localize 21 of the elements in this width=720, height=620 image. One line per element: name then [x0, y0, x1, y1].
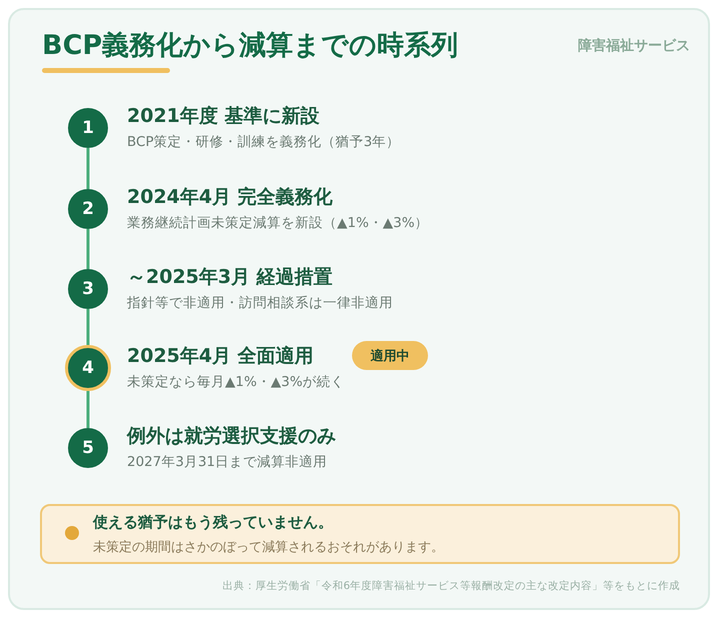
source-note: 出典：厚生労働省「令和6年度障害福祉サービス等報酬改定の主な改定内容」等をもとに作成 [222, 579, 680, 593]
step-heading: ～2025年3月 経過措置 [127, 265, 333, 290]
warning-heading: 使える猶予はもう残っていません。 [93, 513, 333, 532]
step-heading: 例外は就労選択支援のみ [127, 424, 336, 449]
warning-text: 未策定の期間はさかのぼって減算されるおそれがあります。 [93, 539, 444, 556]
timeline-connector [86, 309, 90, 345]
step-description: 未策定なら毎月▲1%・▲3%が続く [127, 373, 345, 391]
status-badge: 適用中 [352, 341, 428, 370]
timeline-connector [86, 148, 90, 189]
step-description: 指針等で非適用・訪問相談系は一律非適用 [127, 294, 393, 312]
timeline-connector [86, 391, 90, 428]
step-description: 2027年3月31日まで減算非適用 [127, 453, 328, 471]
warning-box [40, 504, 680, 564]
step-description: 業務継続計画未策定減算を新設（▲1%・▲3%） [127, 214, 429, 232]
step-heading: 2025年4月 全面適用 [127, 344, 314, 369]
step-heading: 2021年度 基準に新設 [127, 104, 320, 129]
category-label: 障害福祉サービス [578, 37, 690, 55]
step-description: BCP策定・研修・訓練を義務化（猶予3年） [127, 133, 400, 151]
step-heading: 2024年4月 完全義務化 [127, 185, 333, 210]
title: BCP義務化から減算までの時系列 [42, 29, 458, 63]
timeline-connector [86, 229, 90, 269]
